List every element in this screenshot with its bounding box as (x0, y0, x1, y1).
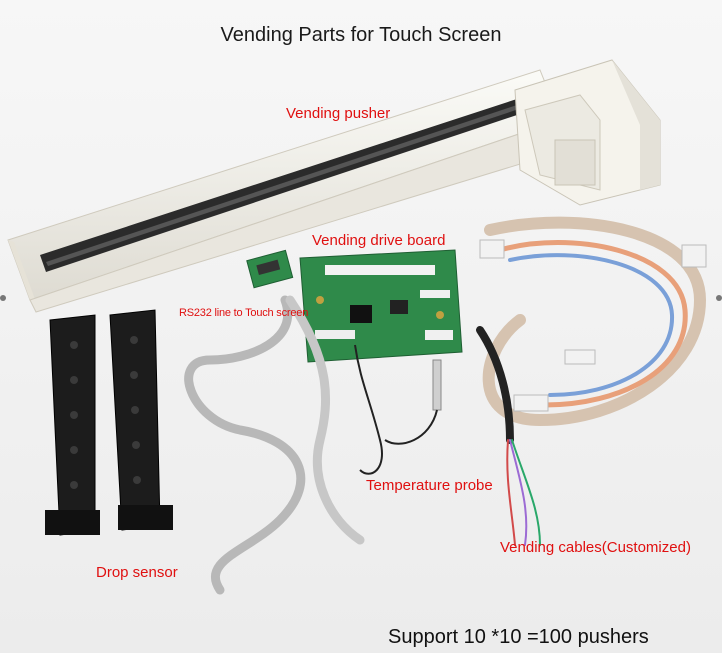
vending-pusher (7, 59, 661, 313)
label-vending-pusher: Vending pusher (286, 105, 391, 122)
label-drop-sensor: Drop sensor (96, 564, 178, 581)
vending-drive-board (246, 249, 463, 363)
label-vending-cables: Vending cables(Customized) (500, 539, 691, 556)
right-edge-dot (716, 295, 722, 301)
page-title: Vending Parts for Touch Screen (220, 24, 502, 46)
footer-caption: Support 10 *10 =100 pushers (388, 626, 649, 648)
left-edge-dot (0, 295, 6, 301)
drop-sensor (45, 309, 173, 536)
label-temperature-probe: Temperature probe (366, 477, 493, 494)
label-rs232-line: RS232 line to Touch screen (179, 307, 309, 319)
temperature-probe (354, 344, 442, 475)
label-vending-drive-board: Vending drive board (312, 232, 446, 249)
ribbon-cable (184, 295, 365, 595)
vending-cables (476, 216, 707, 546)
